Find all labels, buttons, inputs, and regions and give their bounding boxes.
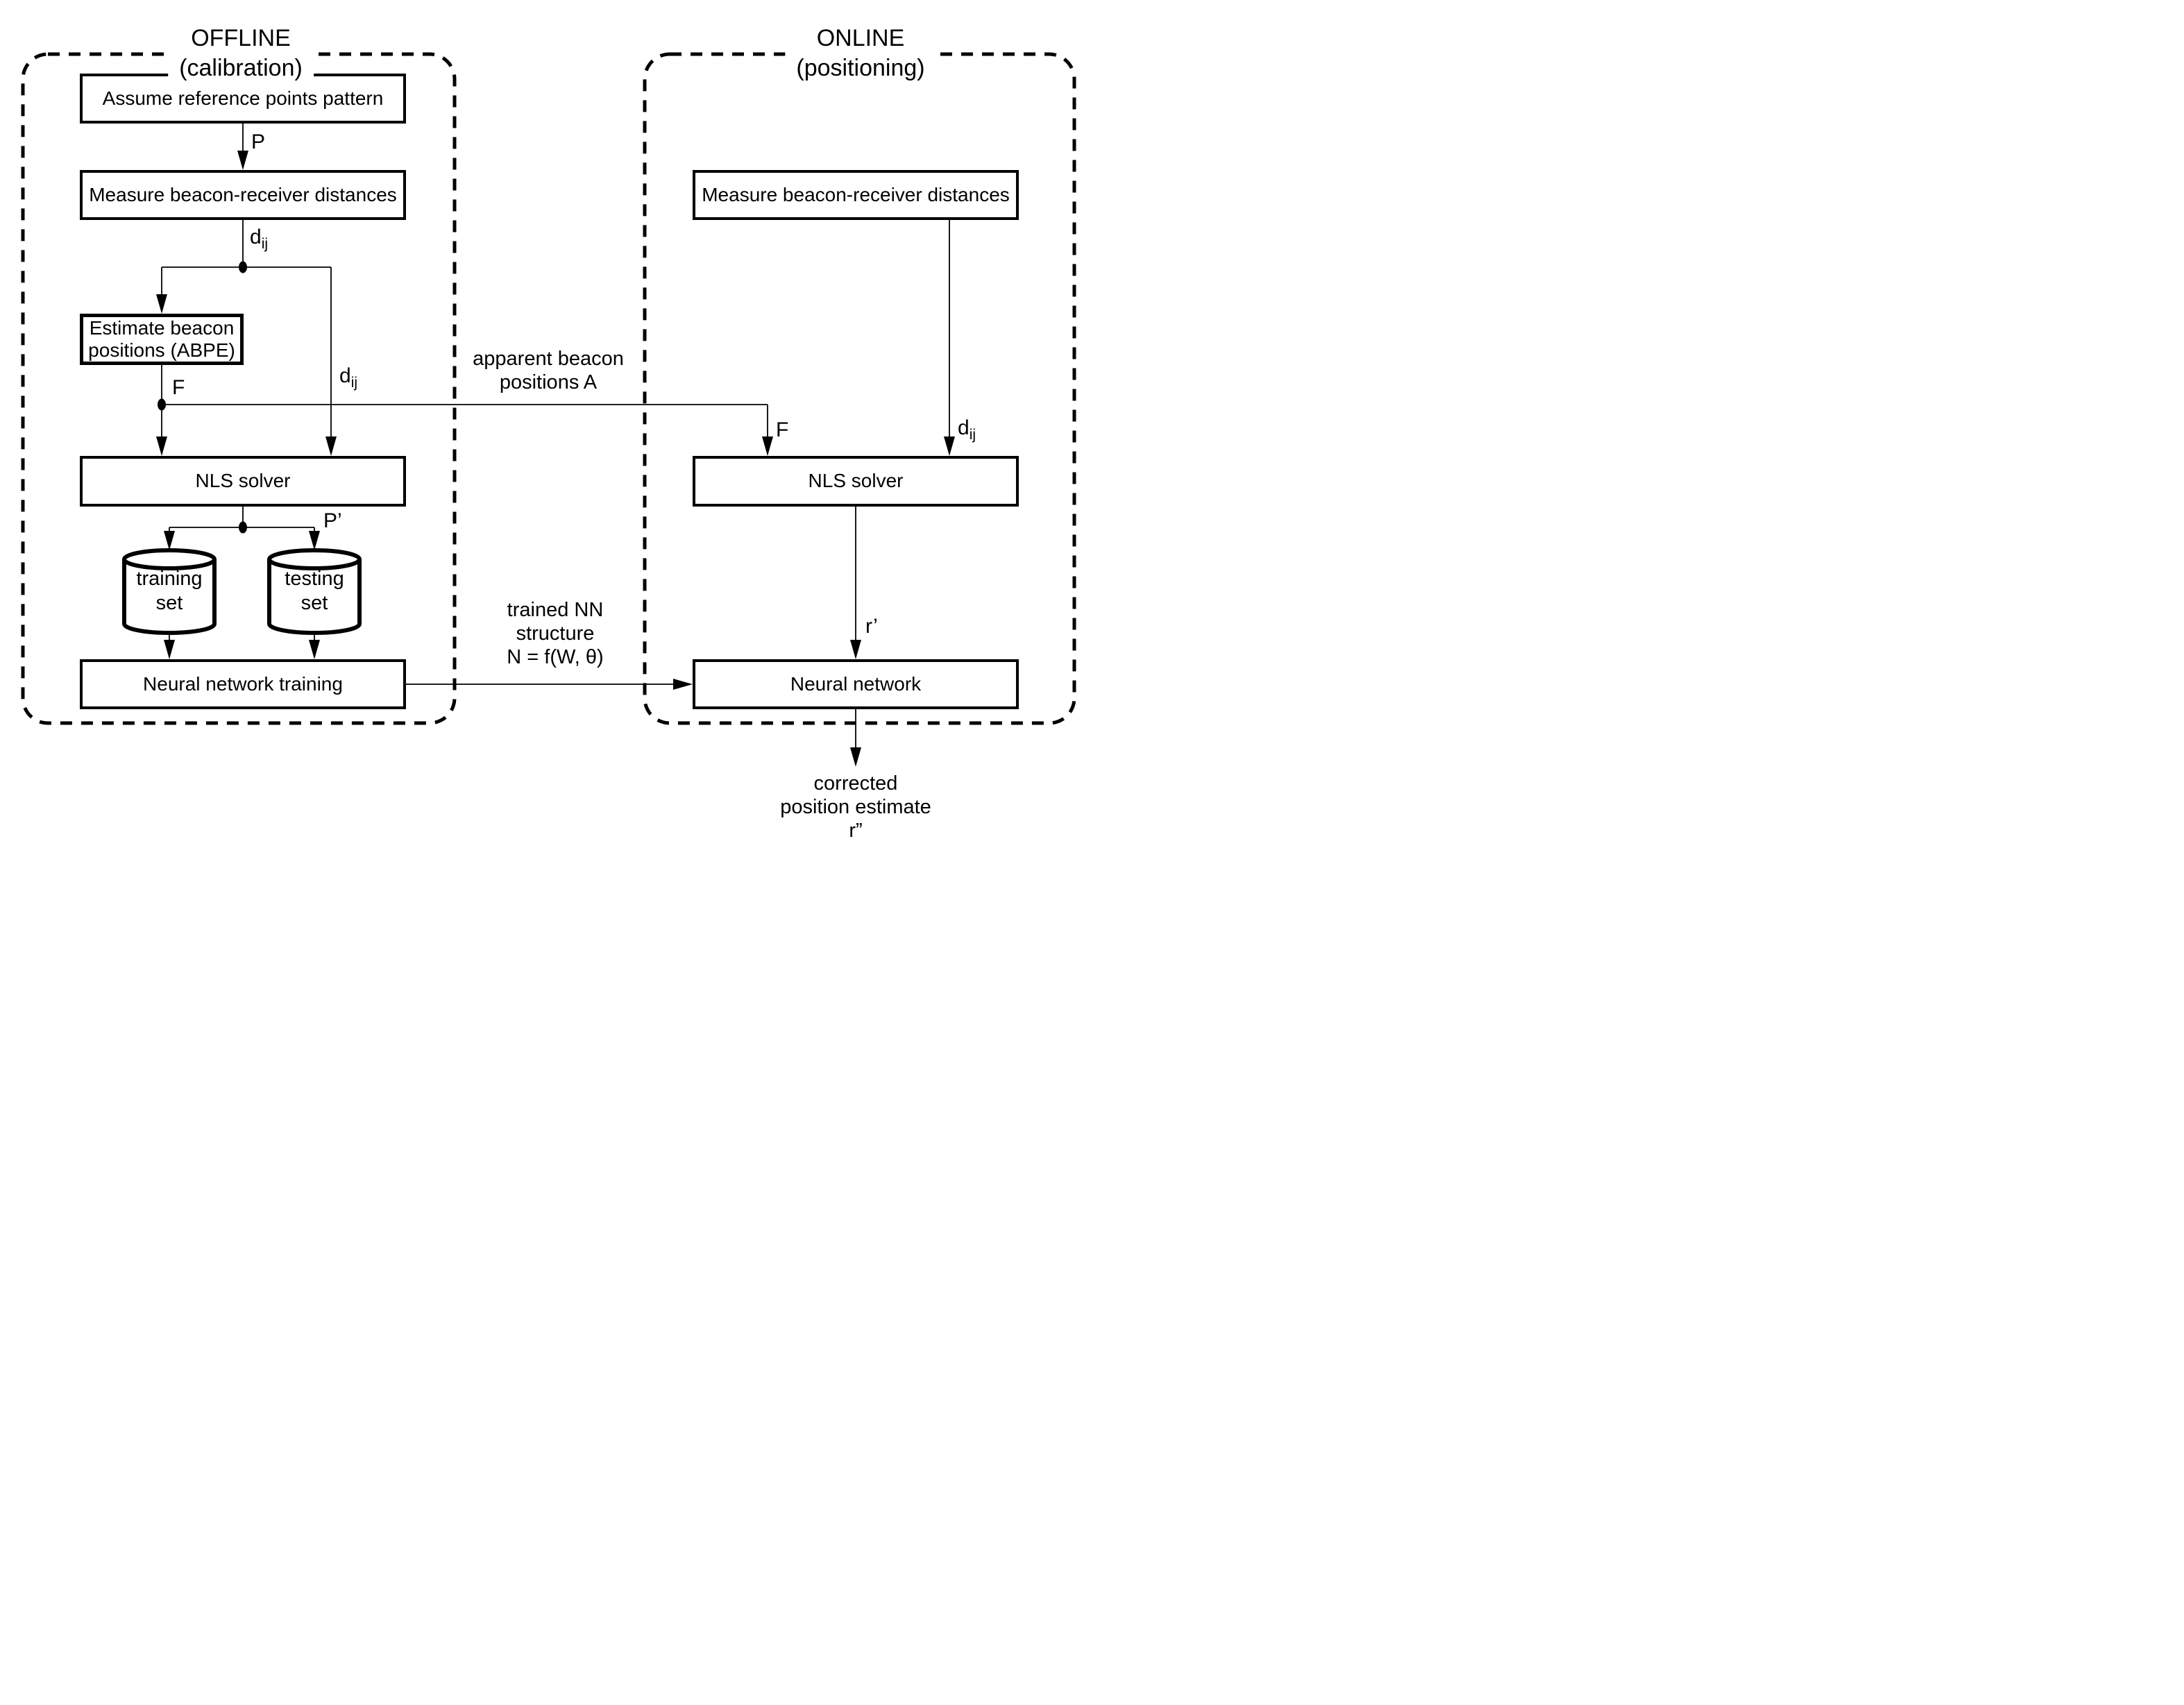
flowchart-canvas: OFFLINE (calibration) ONLINE (positionin…	[0, 0, 1092, 853]
annotation-apparent-beacon-positions: apparent beacon positions A	[473, 347, 624, 395]
label-dij-branch: dij	[339, 364, 358, 391]
connector-sets-to-training	[164, 633, 320, 659]
annotation-corrected-position-estimate: corrected position estimate r”	[780, 772, 931, 842]
box-measure-distances-offline: Measure beacon-receiver distances	[80, 170, 406, 220]
box-estimate-beacon-positions: Estimate beacon positions (ABPE)	[80, 314, 244, 365]
connector-dij-split	[156, 220, 337, 456]
cylinder-testing-shape	[267, 548, 362, 635]
connector-output	[850, 709, 861, 767]
junction-dot-pprime	[239, 521, 247, 534]
label-dij-base: d	[250, 226, 262, 248]
offline-section-title: OFFLINE (calibration)	[168, 24, 314, 83]
label-dij-sub: ij	[261, 236, 269, 252]
label-dij-base: d	[339, 364, 351, 387]
connector-pprime-split	[164, 507, 320, 550]
box-measure-distances-online: Measure beacon-receiver distances	[693, 170, 1019, 220]
label-p-prime: P’	[323, 509, 342, 532]
label-dij-sub: ij	[350, 375, 358, 391]
label-p: P	[251, 130, 266, 153]
label-dij-base: d	[958, 416, 970, 439]
online-frame	[643, 52, 1076, 725]
box-neural-network: Neural network	[693, 659, 1019, 709]
box-neural-network-training: Neural network training	[80, 659, 406, 709]
label-dij-offline: dij	[250, 226, 269, 252]
connector-rprime	[850, 507, 861, 659]
arrow-p	[237, 124, 248, 170]
label-f-offline: F	[172, 376, 185, 399]
label-dij-online: dij	[958, 416, 976, 443]
label-r-prime: r’	[865, 615, 878, 638]
online-section-title: ONLINE (positioning)	[785, 24, 936, 83]
annotation-trained-nn-structure: trained NN structure N = f(W, θ)	[507, 598, 604, 670]
label-dij-sub: ij	[969, 427, 976, 443]
cylinder-testing-set-label: testing set	[285, 568, 344, 614]
junction-dot-dij	[239, 261, 247, 273]
box-nls-solver-offline: NLS solver	[80, 456, 406, 507]
junction-dot-f	[158, 398, 166, 411]
connector-trained-nn	[406, 679, 693, 690]
connector-online-dij	[944, 220, 955, 456]
label-f-online: F	[776, 418, 789, 441]
wiring-layer	[21, 52, 1076, 767]
cylinder-training-shape	[122, 548, 217, 635]
cylinder-training-set-label: training set	[136, 568, 203, 614]
connector-f	[156, 364, 773, 456]
box-nls-solver-online: NLS solver	[693, 456, 1019, 507]
